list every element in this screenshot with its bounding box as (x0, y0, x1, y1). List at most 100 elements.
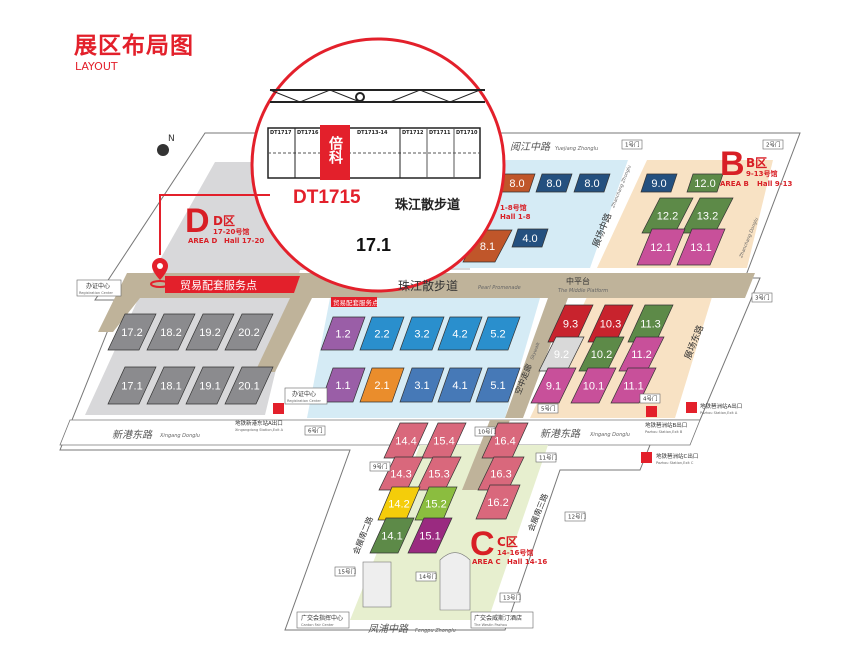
hall-9-0[interactable]: 9.0 (640, 173, 678, 193)
hall-block[interactable] (573, 173, 611, 193)
hall-block[interactable] (359, 316, 405, 351)
hall-block[interactable] (185, 366, 235, 405)
hall-8-0[interactable]: 8.0 (573, 173, 611, 193)
booth-code: DT1712 (402, 130, 424, 136)
area-b-en-halls: Hall 9-13 (757, 180, 792, 188)
hall-16-2[interactable]: 16.2 (475, 484, 521, 520)
hall-3-2[interactable]: 3.2 (399, 316, 445, 351)
gate-12: 14号门 (415, 571, 437, 582)
hall-block[interactable] (185, 313, 235, 351)
hall-20-1[interactable]: 20.1 (224, 366, 274, 405)
hall-2-2[interactable]: 2.2 (359, 316, 405, 351)
hall-4-1[interactable]: 4.1 (437, 367, 483, 403)
hall-9-2[interactable]: 9.2 (538, 336, 585, 372)
gate-label: 4号门 (643, 395, 658, 403)
hall-block[interactable] (437, 367, 483, 403)
hall-block[interactable] (369, 517, 415, 554)
hall-block[interactable] (224, 366, 274, 405)
hall-15-1[interactable]: 15.1 (407, 517, 453, 554)
metro-label: 地铁琶洲站A出口 (700, 402, 742, 410)
hall-block[interactable] (570, 367, 617, 404)
skywalk (505, 298, 568, 418)
hall-2-1[interactable]: 2.1 (359, 367, 405, 403)
hall-block[interactable] (224, 313, 274, 351)
hall-16-4[interactable]: 16.4 (481, 422, 529, 459)
road-fengpu-en: Fengpu Zhonglu (415, 628, 456, 634)
hall-20-2[interactable]: 20.2 (224, 313, 274, 351)
gate-label: 6号门 (308, 427, 323, 435)
hall-block[interactable] (511, 228, 549, 248)
gate-label: 14号门 (419, 573, 437, 581)
hall-block[interactable] (146, 366, 196, 405)
hall-14-3[interactable]: 14.3 (378, 456, 424, 491)
hall-17-1[interactable]: 17.1 (107, 366, 157, 405)
hall-18-2[interactable]: 18.2 (146, 313, 196, 351)
registration-center-right: 办证中心 Registration Center (284, 387, 328, 405)
hall-label: 19.2 (199, 327, 220, 339)
highlight-booth[interactable] (320, 125, 350, 180)
hall-8-0[interactable]: 8.0 (535, 173, 573, 193)
hall-block[interactable] (359, 367, 405, 403)
hall-label: 14.2 (388, 499, 409, 511)
highlight-booth-number: DT1715 (293, 187, 361, 208)
hall-block[interactable] (399, 367, 445, 403)
hall-block[interactable] (610, 367, 657, 404)
hall-11-2[interactable]: 11.2 (618, 336, 665, 372)
hall-9-1[interactable]: 9.1 (530, 367, 577, 404)
hall-15-3[interactable]: 15.3 (416, 456, 462, 491)
hall-block[interactable] (107, 366, 157, 405)
hall-block[interactable] (530, 367, 577, 404)
hall-10-1[interactable]: 10.1 (570, 367, 617, 404)
hall-block[interactable] (437, 316, 483, 351)
hall-1-1[interactable]: 1.1 (320, 367, 366, 403)
hall-block[interactable] (107, 313, 157, 351)
service-point-banner[interactable] (165, 276, 300, 293)
hall-block[interactable] (407, 517, 453, 554)
hall-19-2[interactable]: 19.2 (185, 313, 235, 351)
metro-label-en: Pazhou Station,Exit C (656, 461, 694, 465)
hall-17-2[interactable]: 17.2 (107, 313, 157, 351)
hall-block[interactable] (640, 173, 678, 193)
hall-8-1[interactable]: 8.1 (462, 229, 513, 263)
hall-8-0[interactable]: 8.0 (498, 173, 536, 193)
hall-block[interactable] (636, 228, 686, 266)
metro-label-en: Pazhou Station,Exit B (645, 430, 683, 434)
hall-4-0[interactable]: 4.0 (511, 228, 549, 248)
service-point-label[interactable]: 贸易配套服务点 (180, 279, 257, 292)
area-a-halls: 1-8号馆 (500, 203, 527, 212)
hall-12-0[interactable]: 12.0 (686, 173, 724, 193)
hall-block[interactable] (399, 316, 445, 351)
magnifier-hall: 17.1 (356, 235, 391, 255)
hall-11-1[interactable]: 11.1 (610, 367, 657, 404)
metro-pazhou-a: 地铁琶洲站A出口 Pazhou Station,Exit A (686, 402, 742, 415)
hall-12-2[interactable]: 12.2 (641, 197, 694, 234)
hall-block[interactable] (320, 316, 366, 351)
hall-block[interactable] (676, 228, 726, 266)
hall-block[interactable] (475, 367, 521, 403)
hall-1-2[interactable]: 1.2 (320, 316, 366, 351)
hall-block[interactable] (475, 484, 521, 520)
hall-12-1[interactable]: 12.1 (636, 228, 686, 266)
hall-block[interactable] (686, 173, 724, 193)
road-yuejiang-label: 阅江中路 (510, 141, 551, 153)
hall-14-1[interactable]: 14.1 (369, 517, 415, 554)
metro-label: 地铁琶洲站B出口 (645, 421, 687, 429)
hall-label: 18.2 (160, 327, 181, 339)
hall-4-2[interactable]: 4.2 (437, 316, 483, 351)
hall-5-1[interactable]: 5.1 (475, 367, 521, 403)
road-xingang-label-left: 新港东路 (112, 429, 153, 441)
area-c-halls: 14-16号馆 (497, 548, 533, 557)
hall-block[interactable] (475, 316, 521, 351)
location-pin-icon[interactable] (150, 258, 170, 288)
hall-18-1[interactable]: 18.1 (146, 366, 196, 405)
hall-block[interactable] (146, 313, 196, 351)
hall-19-1[interactable]: 19.1 (185, 366, 235, 405)
hall-15-2[interactable]: 15.2 (414, 486, 458, 521)
hall-13-2[interactable]: 13.2 (681, 197, 734, 234)
hall-block[interactable] (535, 173, 573, 193)
hall-13-1[interactable]: 13.1 (676, 228, 726, 266)
hall-3-1[interactable]: 3.1 (399, 367, 445, 403)
hall-5-2[interactable]: 5.2 (475, 316, 521, 351)
